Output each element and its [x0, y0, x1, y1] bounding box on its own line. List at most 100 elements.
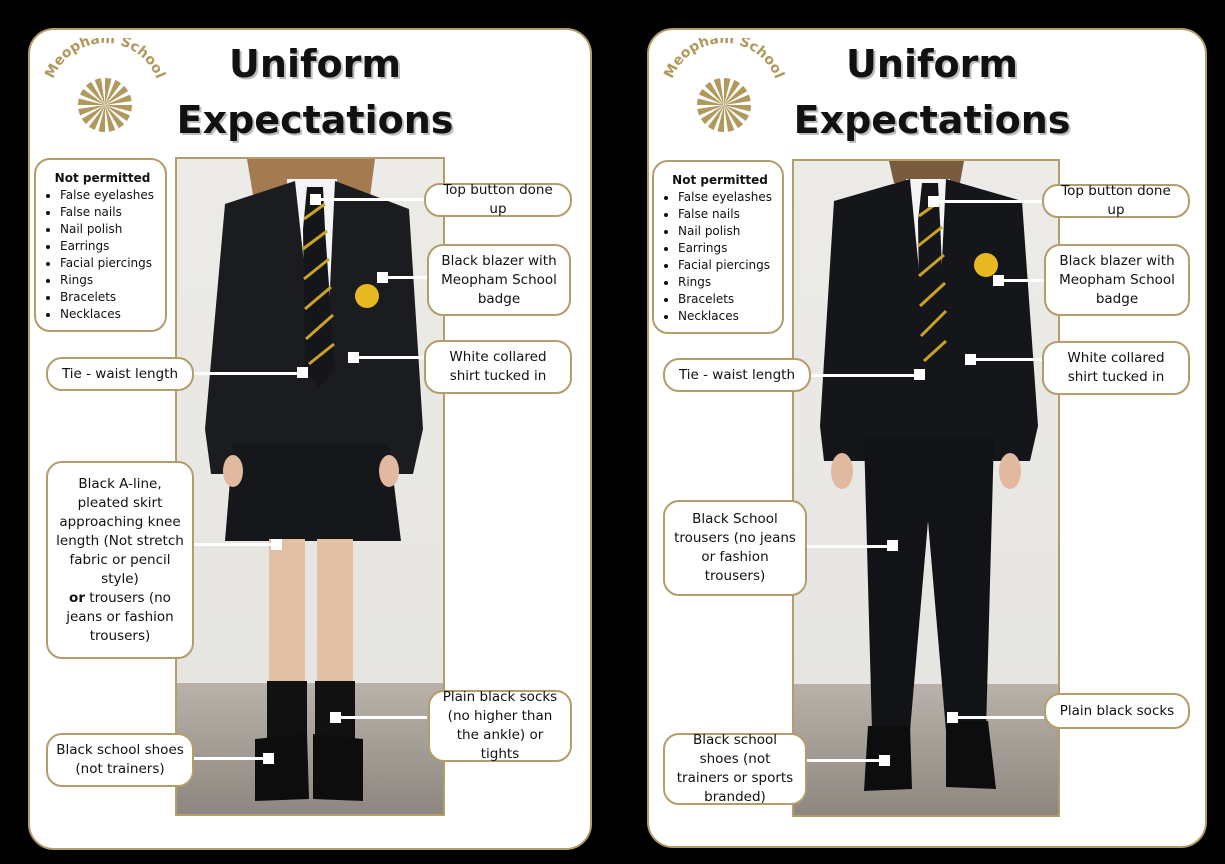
- logo-ray: [724, 85, 748, 105]
- marker-shirt: [348, 352, 359, 363]
- logo-ray: [105, 105, 125, 129]
- connector-shoes: [180, 757, 268, 760]
- label-skirt: Black A-line, pleated skirt approaching …: [46, 461, 194, 659]
- logo-ray: [707, 105, 724, 130]
- student-figure: [820, 161, 1038, 791]
- connector-shirt: [969, 358, 1045, 361]
- logo-ray: [697, 98, 724, 105]
- list-item: Bracelets: [60, 289, 159, 306]
- meopham-school-logo: Meopham School: [42, 38, 168, 132]
- connector-trousers: [805, 545, 891, 548]
- marker-shirt: [965, 354, 976, 365]
- skirt-text-1: Black A-line, pleated skirt approaching …: [56, 475, 184, 587]
- title-line-2: Expectations: [176, 98, 454, 142]
- label-shirt: White collared shirt tucked in: [1042, 341, 1190, 395]
- list-item: Facial piercings: [60, 255, 159, 272]
- not-permitted-box: Not permitted False eyelashes False nail…: [34, 158, 167, 332]
- label-shirt: White collared shirt tucked in: [424, 340, 572, 394]
- list-item: Facial piercings: [678, 257, 776, 274]
- connector-socks: [952, 716, 1044, 719]
- list-item: False eyelashes: [678, 189, 776, 206]
- logo-ray: [697, 105, 724, 116]
- title-line-1: Uniform: [229, 42, 401, 86]
- uniform-poster-girls: Meopham School Uniform Expectations: [0, 0, 606, 864]
- not-permitted-list: False eyelashes False nails Nail polish …: [664, 189, 776, 325]
- logo-ray: [699, 88, 724, 105]
- label-top-button: Top button done up: [1042, 183, 1190, 218]
- list-item: Earrings: [60, 238, 159, 255]
- list-item: False nails: [60, 204, 159, 221]
- label-shoes: Black school shoes (not trainers): [46, 733, 194, 787]
- logo-ray: [105, 80, 122, 105]
- logo-ray: [724, 80, 741, 105]
- logo-ray: [717, 105, 724, 132]
- uniform-photo-boys: [792, 159, 1060, 817]
- logo-ray: [80, 88, 105, 105]
- not-permitted-heading: Not permitted: [54, 171, 151, 185]
- connector-top-button: [315, 198, 427, 201]
- logo-ray: [105, 85, 129, 105]
- not-permitted-box: Not permitted False eyelashes False nail…: [652, 160, 784, 334]
- logo-ray: [724, 105, 751, 112]
- connector-tie: [180, 372, 304, 375]
- list-item: Rings: [60, 272, 159, 289]
- label-socks: Plain black socks: [1044, 693, 1190, 729]
- list-item: False nails: [678, 206, 776, 223]
- skirt-or: or: [69, 589, 85, 606]
- label-blazer: Black blazer with Meopham School badge: [1044, 244, 1190, 316]
- skirt-text-2-rest: trousers (no jeans or fashion trousers): [66, 589, 174, 644]
- title-line-1: Uniform: [846, 42, 1018, 86]
- marker-socks: [947, 712, 958, 723]
- marker-top-button: [310, 194, 321, 205]
- connector-shoes: [797, 759, 889, 762]
- list-item: Necklaces: [60, 306, 159, 323]
- marker-skirt: [271, 539, 282, 550]
- logo-ray: [724, 94, 751, 105]
- label-trousers: Black School trousers (no jeans or fashi…: [663, 500, 807, 596]
- logo-ray: [105, 105, 132, 112]
- not-permitted-list: False eyelashes False nails Nail polish …: [46, 187, 159, 323]
- logo-ray: [105, 105, 130, 122]
- logo-ray: [98, 105, 105, 132]
- label-blazer: Black blazer with Meopham School badge: [427, 244, 571, 316]
- connector-top-button: [932, 200, 1044, 203]
- marker-trousers: [887, 540, 898, 551]
- skirt-text-2: or trousers (no jeans or fashion trouser…: [56, 589, 184, 646]
- marker-shoes: [263, 753, 274, 764]
- logo-ray: [724, 78, 731, 105]
- logo-ray: [85, 81, 105, 105]
- list-item: Nail polish: [678, 223, 776, 240]
- connector-blazer: [998, 279, 1046, 282]
- meopham-school-logo: Meopham School: [661, 38, 787, 132]
- connector-blazer: [382, 276, 430, 279]
- list-item: Necklaces: [678, 308, 776, 325]
- poster-title: Uniform Expectations: [767, 36, 1097, 148]
- logo-ray: [81, 105, 105, 125]
- list-item: Bracelets: [678, 291, 776, 308]
- list-item: False eyelashes: [60, 187, 159, 204]
- poster-title: Uniform Expectations: [150, 36, 480, 148]
- label-shoes: Black school shoes (not trainers or spor…: [663, 732, 807, 805]
- marker-blazer: [993, 275, 1004, 286]
- marker-shoes: [879, 755, 890, 766]
- list-item: Nail polish: [60, 221, 159, 238]
- title-line-2: Expectations: [793, 98, 1071, 142]
- connector-skirt: [194, 543, 276, 546]
- marker-top-button: [928, 196, 939, 207]
- not-permitted-heading: Not permitted: [672, 173, 768, 187]
- marker-tie: [297, 367, 308, 378]
- logo-ray: [724, 105, 749, 122]
- uniform-poster-boys: Meopham School Uniform Expectations: [619, 0, 1225, 864]
- logo-ray: [94, 78, 105, 105]
- marker-socks: [330, 712, 341, 723]
- marker-tie: [914, 369, 925, 380]
- label-tie: Tie - waist length: [663, 358, 811, 392]
- logo-ray: [105, 78, 112, 105]
- logo-ray: [724, 105, 744, 129]
- logo-ray: [105, 94, 132, 105]
- logo-ray: [78, 105, 105, 116]
- logo-ray: [105, 105, 116, 132]
- logo-ray: [704, 81, 724, 105]
- label-tie: Tie - waist length: [46, 357, 194, 391]
- uniform-photo-girls: [175, 157, 445, 816]
